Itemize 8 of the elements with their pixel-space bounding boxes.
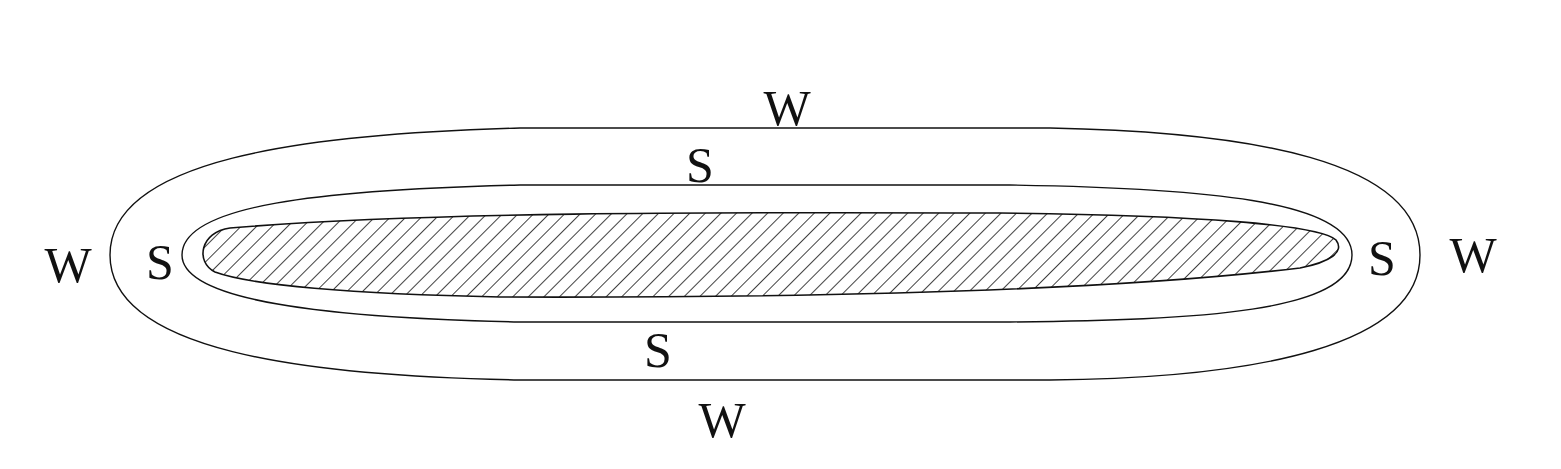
region-label: S xyxy=(1368,233,1396,283)
region-label: W xyxy=(44,240,92,290)
region-label: W xyxy=(698,395,746,445)
region-label: W xyxy=(763,83,811,133)
region-label: W xyxy=(1449,230,1497,280)
region-label: S xyxy=(686,140,714,190)
region-label: S xyxy=(146,237,174,287)
region-label: S xyxy=(644,325,672,375)
